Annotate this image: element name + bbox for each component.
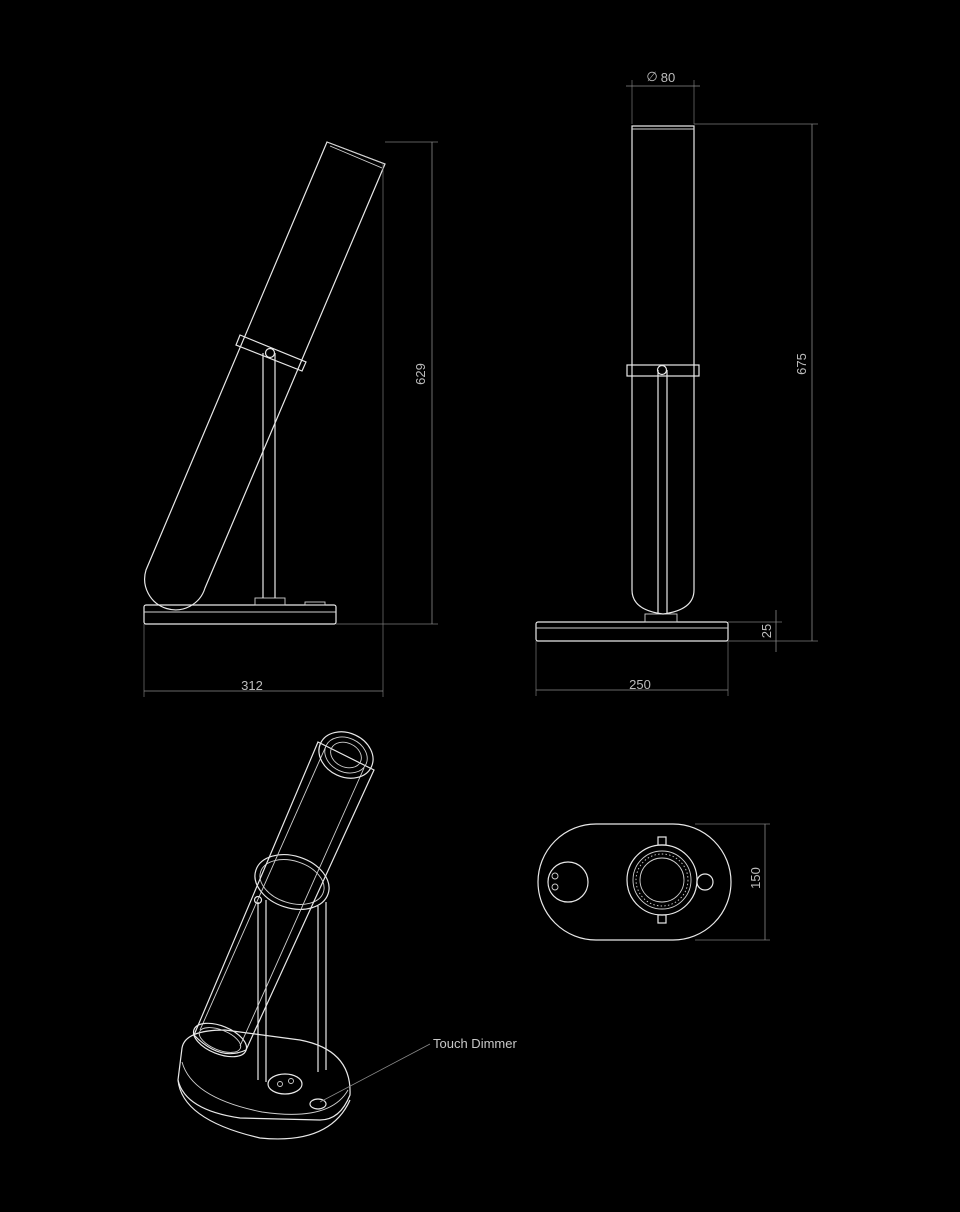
perspective-tube-line-a [199,745,327,1031]
top-view: 150 [537,823,770,941]
front-view-dia-symbol: ∅ [646,69,657,84]
side-view-foot [254,597,286,606]
top-view-foot [547,861,589,903]
top-view-base [537,823,732,941]
perspective-tube [193,741,375,1055]
side-view-tube-cap [326,141,386,165]
top-view-touch-dimmer [696,873,714,891]
perspective-foot [267,1073,303,1095]
perspective-touch-dimmer [309,1098,327,1110]
front-view-base-thickness-label: 25 [759,624,774,638]
top-view-head-knurl [635,853,689,907]
front-view-width-label: 250 [629,677,651,692]
front-view-foot [644,613,678,623]
front-view-height-label: 675 [794,353,809,375]
front-view-tube [631,125,695,615]
perspective-pivot [253,895,263,905]
front-view: ∅ 80 675 25 250 [535,69,818,696]
side-view-pivot [264,347,276,359]
side-view-collar [235,334,307,372]
side-view-tube-cap-inner [329,145,383,169]
perspective-base-top [177,1029,351,1121]
top-view-lug-bottom [657,914,667,924]
perspective-tube-top-lens [330,741,362,769]
perspective-tube-line-b [239,767,365,1047]
side-view: 629 312 [143,141,438,697]
perspective-foot-screw-a [277,1081,283,1087]
perspective-tube-top-ring [324,736,368,774]
top-view-head-outer [626,844,698,916]
touch-dimmer-label: Touch Dimmer [433,1036,517,1051]
side-view-height-label: 629 [413,363,428,385]
top-view-depth-label: 150 [748,867,763,889]
perspective-tube-top [318,731,374,779]
top-view-foot-screw-b [551,883,559,891]
front-view-dia-label: 80 [661,70,675,85]
side-view-base [143,604,337,625]
perspective-foot-screw-b [288,1078,294,1084]
perspective-base-side [177,1079,351,1140]
perspective-collar-outer [254,854,330,910]
perspective-tube-bottom [192,1022,248,1058]
front-view-pivot [656,364,668,376]
perspective-base-edge [181,1061,349,1115]
top-view-lug-top [657,836,667,846]
side-view-touch-pad [304,601,326,606]
top-view-head-lens [639,857,685,903]
perspective-tube-bottom-ring [198,1027,242,1053]
touch-dimmer-leader [319,1043,431,1103]
top-view-foot-screw-a [551,872,559,880]
perspective-view: Touch Dimmer [177,731,517,1140]
top-view-head-ring [632,850,692,910]
front-view-base [535,621,729,642]
side-view-tube [144,141,386,611]
perspective-collar-inner [259,859,325,905]
side-view-width-label: 312 [241,678,263,693]
